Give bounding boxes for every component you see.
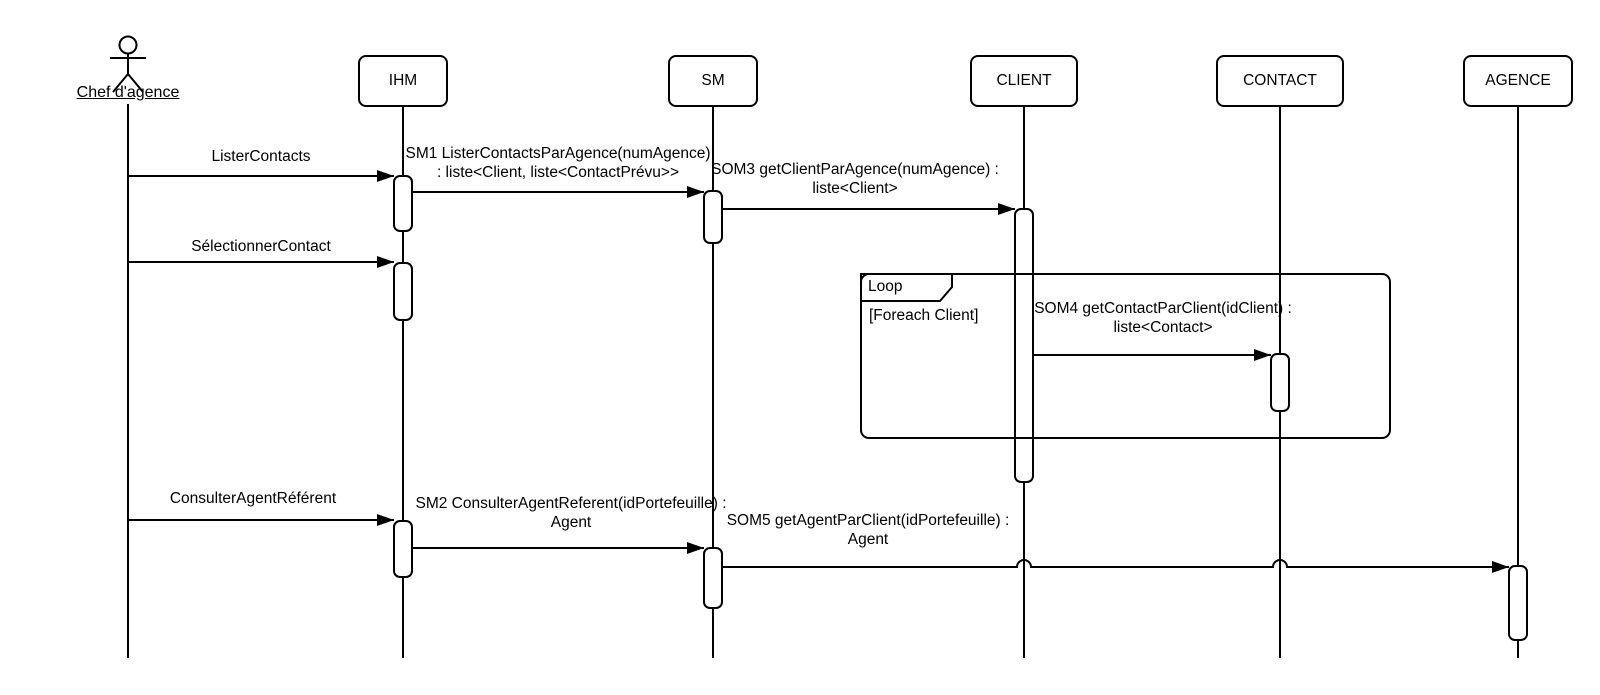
lifeline-head-agence: AGENCE	[1463, 55, 1573, 107]
lifeline-head-sm: SM	[668, 55, 758, 107]
activation-bar-contact	[1270, 353, 1290, 412]
message-label-sm2: SM2 ConsulterAgentReferent(idPortefeuill…	[415, 495, 727, 531]
loop-guard-label: [Foreach Client]	[869, 307, 979, 324]
message-label-listercontacts: ListerContacts	[211, 148, 311, 165]
loop-fragment	[860, 273, 1391, 439]
message-label-sm1: SM1 ListerContactsParAgence(numAgence) :…	[405, 145, 711, 181]
actor-head	[118, 35, 138, 55]
activation-bar-agence	[1508, 565, 1528, 641]
actor-left-leg	[112, 73, 129, 93]
message-label-consulteragentreferent: ConsulterAgentRéférent	[169, 490, 337, 507]
lifeline-head-client: CLIENT	[970, 55, 1078, 107]
message-arrow-som5	[722, 559, 1509, 573]
lifeline-head-contact: CONTACT	[1216, 55, 1344, 107]
activation-bar-ihm-2	[393, 262, 413, 321]
activation-bars	[393, 175, 1528, 641]
activation-bar-sm-1	[703, 190, 723, 244]
message-label-som5: SOM5 getAgentParClient(idPortefeuille) :…	[726, 512, 1010, 548]
loop-fragment-frame	[860, 273, 1391, 439]
activation-bar-sm-2	[703, 547, 723, 609]
message-label-selectionnercontact: SélectionnerContact	[191, 238, 331, 255]
actor-right-leg	[127, 73, 144, 93]
message-label-som4: SOM4 getContactParClient(idClient) : lis…	[1034, 300, 1292, 336]
loop-operator-label: Loop	[868, 278, 903, 295]
loop-operator-tab	[860, 273, 953, 302]
actor-label: Chef d'agence	[76, 84, 180, 101]
lifeline-head-ihm: IHM	[358, 55, 448, 107]
message-arrows	[128, 170, 1509, 573]
activation-bar-ihm-1	[393, 175, 413, 232]
message-label-som3: SOM3 getClientParAgence(numAgence) : lis…	[711, 161, 999, 197]
stick-figure-icon	[110, 35, 146, 93]
activation-bar-client	[1014, 208, 1034, 483]
